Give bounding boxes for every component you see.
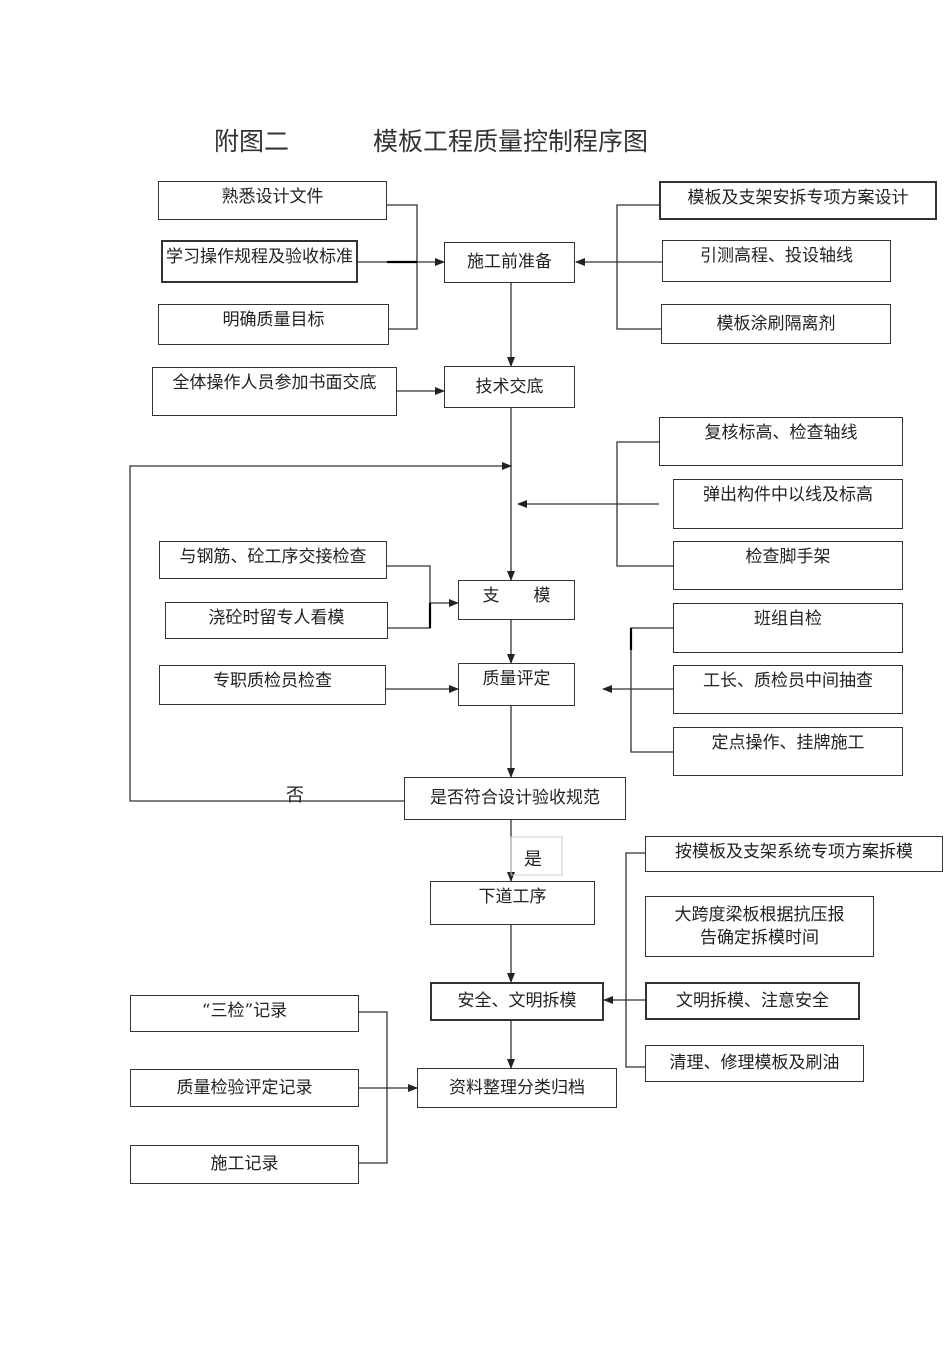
foreman-spot-check-box: 工长、质检员中间抽查 bbox=[673, 665, 903, 714]
survey-axis-box: 引测高程、投设轴线 bbox=[662, 240, 891, 282]
scaffold-check-box: 检查脚手架 bbox=[673, 541, 903, 590]
step-formwork: 支 模 bbox=[458, 580, 575, 620]
quality-record-box: 质量检验评定记录 bbox=[130, 1069, 359, 1107]
step-quality-evaluation: 质量评定 bbox=[458, 663, 575, 706]
watch-mold-box: 浇砼时留专人看模 bbox=[165, 602, 388, 639]
step-technical-briefing: 技术交底 bbox=[444, 366, 575, 408]
construction-record-box: 施工记录 bbox=[130, 1145, 359, 1184]
inspector-check-box: 专职质检员检查 bbox=[159, 665, 386, 705]
appendix-label: 附图二 bbox=[214, 127, 290, 156]
long-span-box: 大跨度梁板根据抗压报告确定拆模时间 bbox=[645, 896, 874, 957]
step-archive-records: 资料整理分类归档 bbox=[417, 1068, 617, 1108]
civil-removal-box: 文明拆模、注意安全 bbox=[645, 982, 860, 1020]
step-preparation: 施工前准备 bbox=[444, 242, 575, 283]
per-scheme-removal-box: 按模板及支架系统专项方案拆模 bbox=[645, 836, 943, 872]
page-title: 模板工程质量控制程序图 bbox=[373, 127, 649, 156]
step-safe-removal: 安全、文明拆模 bbox=[430, 982, 604, 1021]
study-rules-box: 学习操作规程及验收标准 bbox=[161, 240, 358, 283]
release-agent-box: 模板涂刷隔离剂 bbox=[661, 304, 891, 344]
decision-spec-compliance: 是否符合设计验收规范 bbox=[404, 777, 626, 820]
familiar-design-docs-box: 熟悉设计文件 bbox=[158, 181, 387, 220]
three-check-record-box: “三检”记录 bbox=[130, 995, 359, 1032]
recheck-axis-box: 复核标高、检查轴线 bbox=[659, 417, 903, 466]
written-briefing-box: 全体操作人员参加书面交底 bbox=[152, 367, 397, 416]
scheme-design-box: 模板及支架安拆专项方案设计 bbox=[659, 181, 937, 220]
team-self-check-box: 班组自检 bbox=[673, 603, 903, 653]
yes-label: 是 bbox=[524, 849, 542, 870]
quality-goal-box: 明确质量目标 bbox=[158, 304, 389, 345]
snap-line-box: 弹出构件中以线及标高 bbox=[673, 479, 903, 529]
step-next-process: 下道工序 bbox=[430, 881, 595, 925]
fixed-point-box: 定点操作、挂牌施工 bbox=[673, 727, 903, 776]
handover-check-box: 与钢筋、砼工序交接检查 bbox=[159, 541, 387, 579]
clean-repair-box: 清理、修理模板及刷油 bbox=[645, 1045, 864, 1082]
no-label: 否 bbox=[286, 785, 304, 806]
